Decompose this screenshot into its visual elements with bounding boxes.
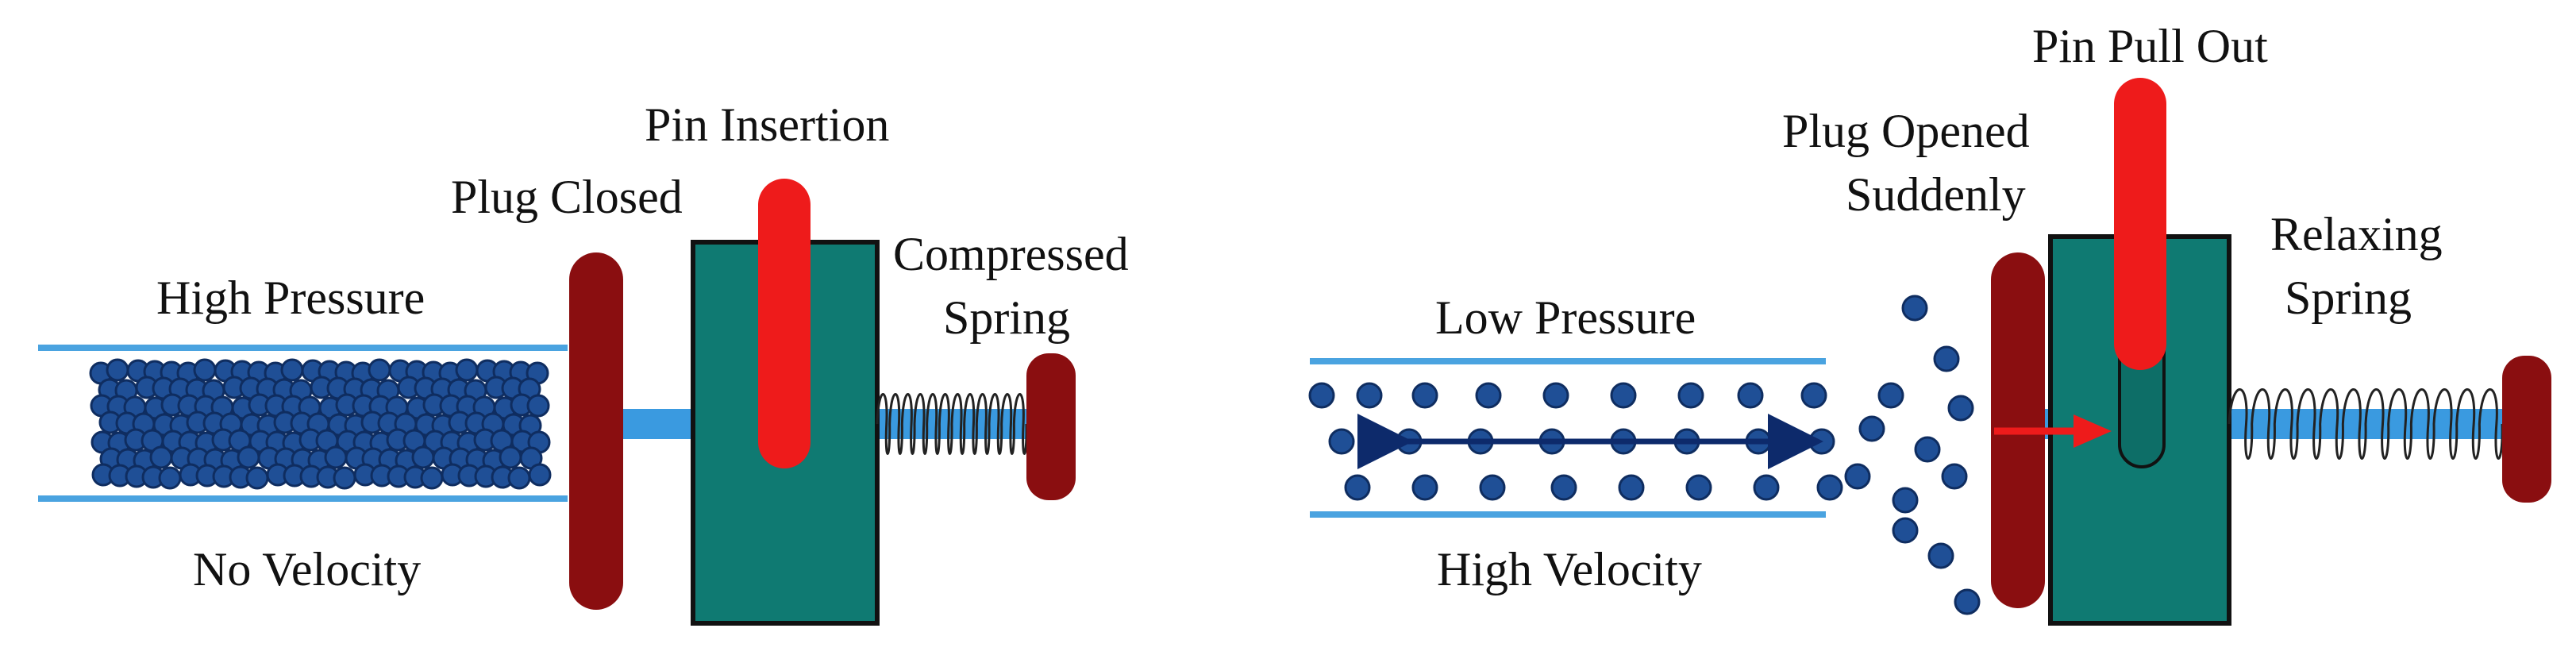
particle-sparse — [1475, 382, 1502, 409]
label-compressed-spring-line1: Compressed — [893, 228, 1129, 280]
particle-sparse — [1308, 382, 1335, 409]
particle-sparse — [1610, 382, 1637, 409]
right-panel: Low Pressure High Velocity Plug Opened S… — [1308, 20, 2551, 626]
particle-sparse — [1816, 474, 1843, 501]
particle-escaping — [1877, 382, 1904, 409]
particle-packed — [455, 358, 479, 382]
label-plug-opened-line2: Suddenly — [1846, 168, 2026, 221]
particle-packed — [245, 466, 269, 490]
particle-escaping — [1901, 295, 1928, 322]
left-end-cap — [1026, 353, 1076, 500]
particle-escaping — [1933, 345, 1960, 372]
particle-sparse — [1677, 382, 1704, 409]
particle-packed — [193, 358, 217, 382]
particle-escaping — [1954, 588, 1981, 615]
particle-packed — [149, 445, 173, 469]
particle-packed — [526, 394, 550, 418]
particle-sparse — [1618, 474, 1645, 501]
particle-escaping — [1858, 415, 1885, 442]
particle-sparse — [1800, 382, 1827, 409]
label-high-pressure: High Pressure — [156, 272, 425, 324]
particle-escaping — [1892, 487, 1919, 514]
label-relaxing-spring-line1: Relaxing — [2270, 208, 2443, 260]
particle-packed — [368, 358, 391, 382]
particle-escaping — [1941, 463, 1968, 490]
label-plug-opened-line1: Plug Opened — [1782, 105, 2030, 157]
particle-packed — [411, 445, 435, 469]
particle-escaping — [1927, 542, 1954, 569]
left-pin — [758, 179, 811, 468]
particle-sparse — [1356, 382, 1383, 409]
right-pin — [2114, 78, 2166, 370]
label-no-velocity: No Velocity — [193, 543, 421, 595]
particle-sparse — [1550, 474, 1577, 501]
left-spring-compressed — [876, 393, 1028, 455]
particle-escaping — [1892, 517, 1919, 544]
particle-escaping — [1844, 463, 1871, 490]
left-panel: High Pressure No Velocity Plug Closed Pi… — [38, 98, 1129, 626]
particle-packed — [324, 445, 348, 469]
label-pin-pull-out: Pin Pull Out — [2032, 20, 2268, 72]
left-particles-packed — [89, 358, 552, 490]
right-spring-relaxing — [2228, 388, 2504, 460]
particle-sparse — [1328, 428, 1355, 455]
particle-packed — [280, 358, 304, 382]
particle-sparse — [1411, 474, 1438, 501]
plug-red-arrow-head — [2074, 414, 2112, 448]
particle-packed — [507, 466, 531, 490]
label-low-pressure: Low Pressure — [1435, 291, 1696, 344]
particle-packed — [333, 466, 356, 490]
label-high-velocity: High Velocity — [1437, 543, 1702, 595]
label-plug-closed: Plug Closed — [451, 171, 683, 223]
right-end-cap — [2502, 356, 2551, 503]
particle-sparse — [1753, 474, 1780, 501]
particle-sparse — [1685, 474, 1712, 501]
particle-packed — [420, 466, 444, 490]
label-compressed-spring-line2: Spring — [943, 291, 1070, 344]
particle-sparse — [1479, 474, 1506, 501]
particle-packed — [158, 466, 182, 490]
particle-sparse — [1808, 428, 1835, 455]
particle-packed — [528, 463, 552, 487]
particle-packed — [237, 445, 260, 469]
particle-packed — [106, 358, 129, 382]
particle-escaping — [1947, 395, 1974, 422]
particle-packed — [499, 445, 522, 469]
particle-sparse — [1344, 474, 1371, 501]
particle-escaping — [1914, 436, 1941, 463]
particle-sparse — [1737, 382, 1764, 409]
particle-sparse — [1542, 382, 1569, 409]
label-pin-insertion: Pin Insertion — [645, 98, 889, 151]
left-plug — [569, 252, 623, 610]
label-relaxing-spring-line2: Spring — [2285, 272, 2412, 324]
particle-sparse — [1411, 382, 1438, 409]
